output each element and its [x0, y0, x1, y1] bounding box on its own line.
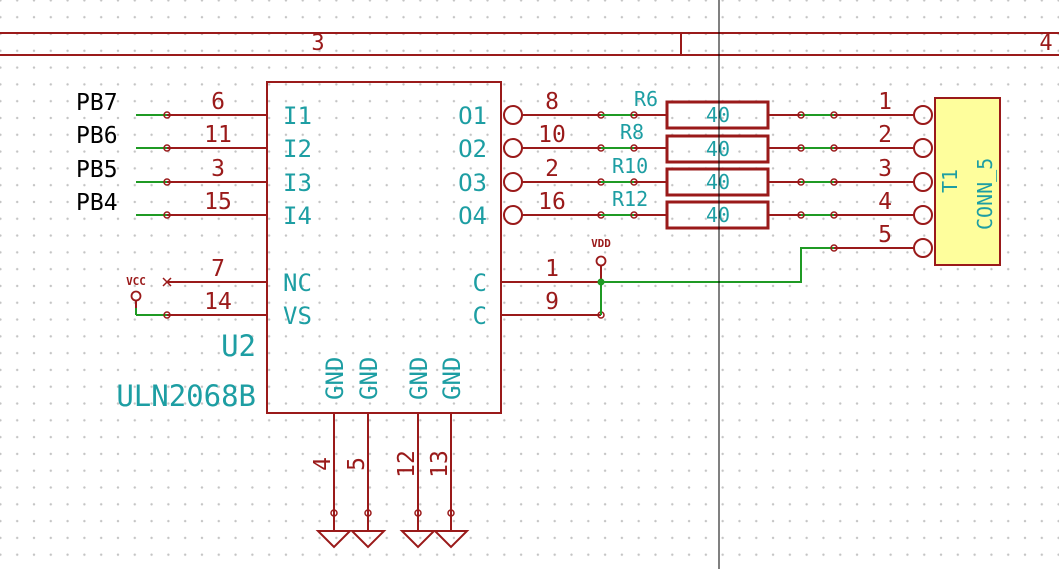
- u2-pin-name: C: [473, 302, 487, 330]
- vcc-power-symbol[interactable]: VCC: [126, 275, 146, 308]
- gnd-icon: [432, 530, 470, 549]
- u2-pin-num: 10: [538, 122, 566, 148]
- u2-value[interactable]: ULN2068B: [116, 379, 256, 413]
- u2-pin-num: 14: [204, 289, 232, 315]
- resistor-body: [665, 100, 770, 130]
- u2-pin-name: GND: [355, 357, 383, 400]
- u2-bottom-pins: [330, 413, 455, 517]
- resistor-body: [665, 134, 770, 164]
- u2-pin-name: O1: [458, 102, 487, 130]
- vdd-label: VDD: [591, 237, 611, 250]
- u2-pin-num: 3: [211, 156, 225, 182]
- connector-reference: T1: [938, 169, 962, 193]
- vdd-power-symbol[interactable]: VDD: [591, 237, 611, 282]
- connector-pin-num: 3: [878, 156, 892, 182]
- u2-pin-num: 13: [427, 450, 453, 478]
- u2-pin-num: 9: [545, 289, 559, 315]
- connector-t1[interactable]: 1 2 3 4 5 T1 CONN_5: [830, 89, 1001, 266]
- sheet-border: 3 4: [0, 31, 1059, 56]
- gnd-icon: [315, 530, 353, 549]
- u2-pin-num: 11: [204, 122, 232, 148]
- u2-pin-num: 4: [310, 457, 336, 471]
- net-label-pb7[interactable]: PB7: [76, 90, 118, 116]
- resistor-ref: R10: [612, 154, 648, 178]
- connector-pin-num: 1: [878, 89, 892, 115]
- resistor-r6[interactable]: R6 40: [630, 87, 805, 130]
- u2-pin-num: 6: [211, 89, 225, 115]
- resistor-value: 40: [706, 137, 730, 161]
- u2-pin-name: O3: [458, 169, 487, 197]
- resistor-r8[interactable]: R8 40: [620, 120, 805, 164]
- u2-pin-name: GND: [321, 357, 349, 400]
- gnd-icon: [349, 530, 387, 549]
- vcc-label: VCC: [126, 275, 146, 288]
- resistor-ref: R6: [634, 87, 658, 111]
- resistor-ref: R8: [620, 120, 644, 144]
- power-flag-icon: [130, 290, 142, 302]
- resistor-body: [665, 167, 770, 197]
- resistor-ref: R12: [612, 187, 648, 211]
- net-label-pb5[interactable]: PB5: [76, 157, 118, 183]
- connector-pin-num: 4: [878, 189, 892, 215]
- u2-pin-num: 7: [211, 256, 225, 282]
- u2-pin-num: 2: [545, 156, 559, 182]
- u2-left-pins: [162, 111, 267, 319]
- resistor-wires: [601, 114, 834, 216]
- connector-pin-num: 5: [878, 222, 892, 248]
- common-wires: [597, 247, 834, 315]
- u2-body[interactable]: [266, 81, 502, 414]
- connector-value: CONN_5: [973, 158, 997, 230]
- u2-pin-name: I4: [283, 202, 312, 230]
- u2-pin-num: 8: [545, 89, 559, 115]
- resistor-r12[interactable]: R12 40: [612, 187, 805, 230]
- connector-pin-num: 2: [878, 122, 892, 148]
- gnd-symbols[interactable]: [315, 513, 470, 549]
- u2-pin-num: 5: [344, 457, 370, 471]
- u2-reference[interactable]: U2: [221, 329, 256, 363]
- u2-pin-name: NC: [283, 269, 312, 297]
- net-label-pb6[interactable]: PB6: [76, 123, 118, 149]
- u2-pin-num: 12: [394, 450, 420, 478]
- resistor-value: 40: [706, 203, 730, 227]
- u2-pin-name: VS: [283, 302, 312, 330]
- gnd-icon: [399, 530, 437, 549]
- u2-pin-name: O2: [458, 135, 487, 163]
- u2-pin-num: 1: [545, 256, 559, 282]
- resistor-body: [665, 200, 770, 230]
- net-label-pb4[interactable]: PB4: [76, 190, 118, 216]
- u2-pin-name: C: [473, 269, 487, 297]
- u2-pin-name: O4: [458, 202, 487, 230]
- u2-pin-num: 16: [538, 189, 566, 215]
- u2-pin-num: 15: [204, 189, 232, 215]
- u2-pin-name: GND: [405, 357, 433, 400]
- resistor-value: 40: [706, 170, 730, 194]
- resistor-r10[interactable]: R10 40: [612, 154, 805, 197]
- u2-right-pins: [501, 105, 605, 319]
- u2-pin-name: I1: [283, 102, 312, 130]
- border-zone-3: 3: [311, 31, 324, 56]
- resistor-value: 40: [706, 103, 730, 127]
- border-zone-4: 4: [1039, 31, 1052, 56]
- u2-pin-name: I3: [283, 169, 312, 197]
- u2-pin-name: I2: [283, 135, 312, 163]
- connector-body: [934, 97, 1001, 266]
- power-flag-icon: [595, 255, 607, 267]
- u2-pin-name: GND: [438, 357, 466, 400]
